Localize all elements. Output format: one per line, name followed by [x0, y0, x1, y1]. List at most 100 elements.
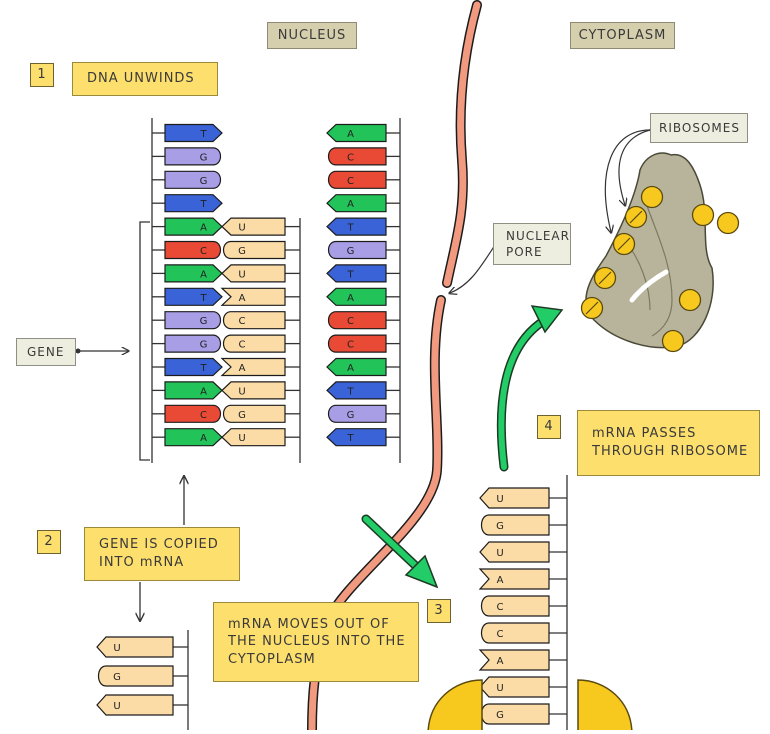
mrna-gene-base — [221, 381, 286, 400]
base-letter: U — [113, 643, 120, 654]
base-letter: A — [200, 223, 207, 234]
base-letter: C — [347, 176, 354, 187]
mrna-gene-base — [222, 240, 286, 260]
base-letter: A — [497, 656, 504, 667]
step-4-number: 4 — [537, 415, 561, 439]
nuclear-membrane-upper-fill — [443, 1, 481, 287]
ribosome-dot — [716, 211, 740, 235]
base-letter: U — [496, 548, 503, 559]
dna-right-base — [326, 194, 387, 213]
base-letter: G — [238, 246, 246, 257]
gene-label: GENE — [16, 338, 76, 366]
base-letter: T — [346, 269, 354, 280]
dna-right-base — [326, 287, 387, 306]
ribosome-dot — [661, 329, 685, 353]
mrna-cytoplasm-base — [479, 676, 550, 698]
step-1-number: 1 — [30, 63, 54, 87]
base-letter: U — [238, 223, 245, 234]
ribosome-dot-mark — [617, 237, 631, 251]
dna-right-base — [326, 381, 387, 400]
dna-left-base — [164, 123, 223, 143]
ribosome-dot — [678, 288, 702, 312]
base-letter: C — [347, 340, 354, 351]
dna-right-base — [327, 311, 387, 330]
base-letter: C — [347, 316, 354, 327]
base-letter: G — [200, 152, 208, 163]
step-3-text: mRNA MOVES OUT OF THE NUCLEUS INTO THE C… — [213, 602, 419, 682]
dna-right-base — [326, 264, 387, 283]
dna-right-base — [327, 240, 387, 260]
dna-left-base — [164, 311, 222, 330]
base-letter: G — [347, 410, 355, 421]
base-letter: G — [496, 710, 504, 721]
dna-right-base — [326, 217, 387, 236]
base-letter: A — [347, 363, 354, 374]
ribosomes-label: RIBOSOMES — [650, 113, 748, 143]
mrna-copy-base — [96, 636, 174, 658]
base-letter: T — [199, 363, 207, 374]
ribosome-dot — [691, 203, 715, 227]
dna-right-base — [327, 147, 387, 166]
dna-left-base — [164, 194, 223, 213]
mrna-cytoplasm-base — [480, 703, 550, 725]
dna-left-base — [164, 428, 223, 447]
base-letter: U — [496, 683, 503, 694]
base-letter: U — [113, 701, 120, 712]
mrna-gene-base — [220, 357, 286, 377]
base-letter: U — [496, 494, 503, 505]
base-letter: A — [200, 386, 207, 397]
base-letter: G — [113, 672, 121, 683]
ribosome-subunit-right — [577, 679, 633, 734]
base-letter: A — [347, 129, 354, 140]
dna-left-base — [164, 170, 222, 189]
dna-right-base — [327, 170, 387, 189]
mrna-copy-base — [97, 665, 174, 687]
base-letter: U — [238, 433, 245, 444]
base-letter: G — [496, 521, 504, 532]
ribosome-dot-mark — [598, 271, 612, 285]
base-letter: C — [239, 340, 246, 351]
mrna-cytoplasm-base — [478, 649, 550, 671]
dna-left-base — [164, 240, 222, 260]
mrna-exit-arrow-head — [404, 554, 439, 589]
base-letter: C — [347, 152, 354, 163]
step-1-text: DNA UNWINDS — [72, 62, 218, 96]
dna-left-base — [164, 334, 222, 353]
step-4-text: mRNA PASSES THROUGH RIBOSOME — [577, 410, 760, 476]
base-letter: G — [200, 176, 208, 187]
dna-right-base — [326, 123, 387, 143]
base-letter: U — [238, 386, 245, 397]
ribosome-pointer-1 — [618, 129, 651, 205]
ribosome-pointer-2 — [604, 129, 651, 232]
mrna-gene-base — [221, 264, 286, 283]
step-3-number: 3 — [427, 599, 451, 623]
base-letter: G — [347, 246, 355, 257]
base-letter: C — [200, 246, 207, 257]
ribosome-subunit-left — [427, 679, 483, 734]
gene-bracket — [139, 221, 150, 461]
base-letter: A — [200, 433, 207, 444]
mrna-cytoplasm-base — [480, 622, 550, 644]
dna-left-base — [164, 357, 223, 377]
dna-right-base — [327, 334, 387, 353]
dna-left-base — [164, 287, 223, 306]
base-letter: A — [347, 293, 354, 304]
er-inner-fold — [629, 269, 669, 303]
dna-right-base — [326, 428, 387, 447]
dna-right-base — [326, 357, 387, 377]
mrna-cytoplasm-base — [479, 541, 550, 563]
base-letter: A — [497, 575, 504, 586]
step-2-number: 2 — [37, 530, 61, 554]
dna-left-base — [164, 217, 223, 236]
base-letter: C — [497, 602, 504, 613]
base-letter: A — [200, 269, 207, 280]
mrna-cytoplasm-base — [480, 595, 550, 617]
base-letter: G — [200, 340, 208, 351]
dna-left-base — [164, 264, 223, 283]
dna-right-base — [327, 404, 387, 423]
base-letter: T — [199, 293, 207, 304]
mrna-gene-base — [221, 217, 286, 236]
nucleus-label: NUCLEUS — [267, 22, 357, 49]
